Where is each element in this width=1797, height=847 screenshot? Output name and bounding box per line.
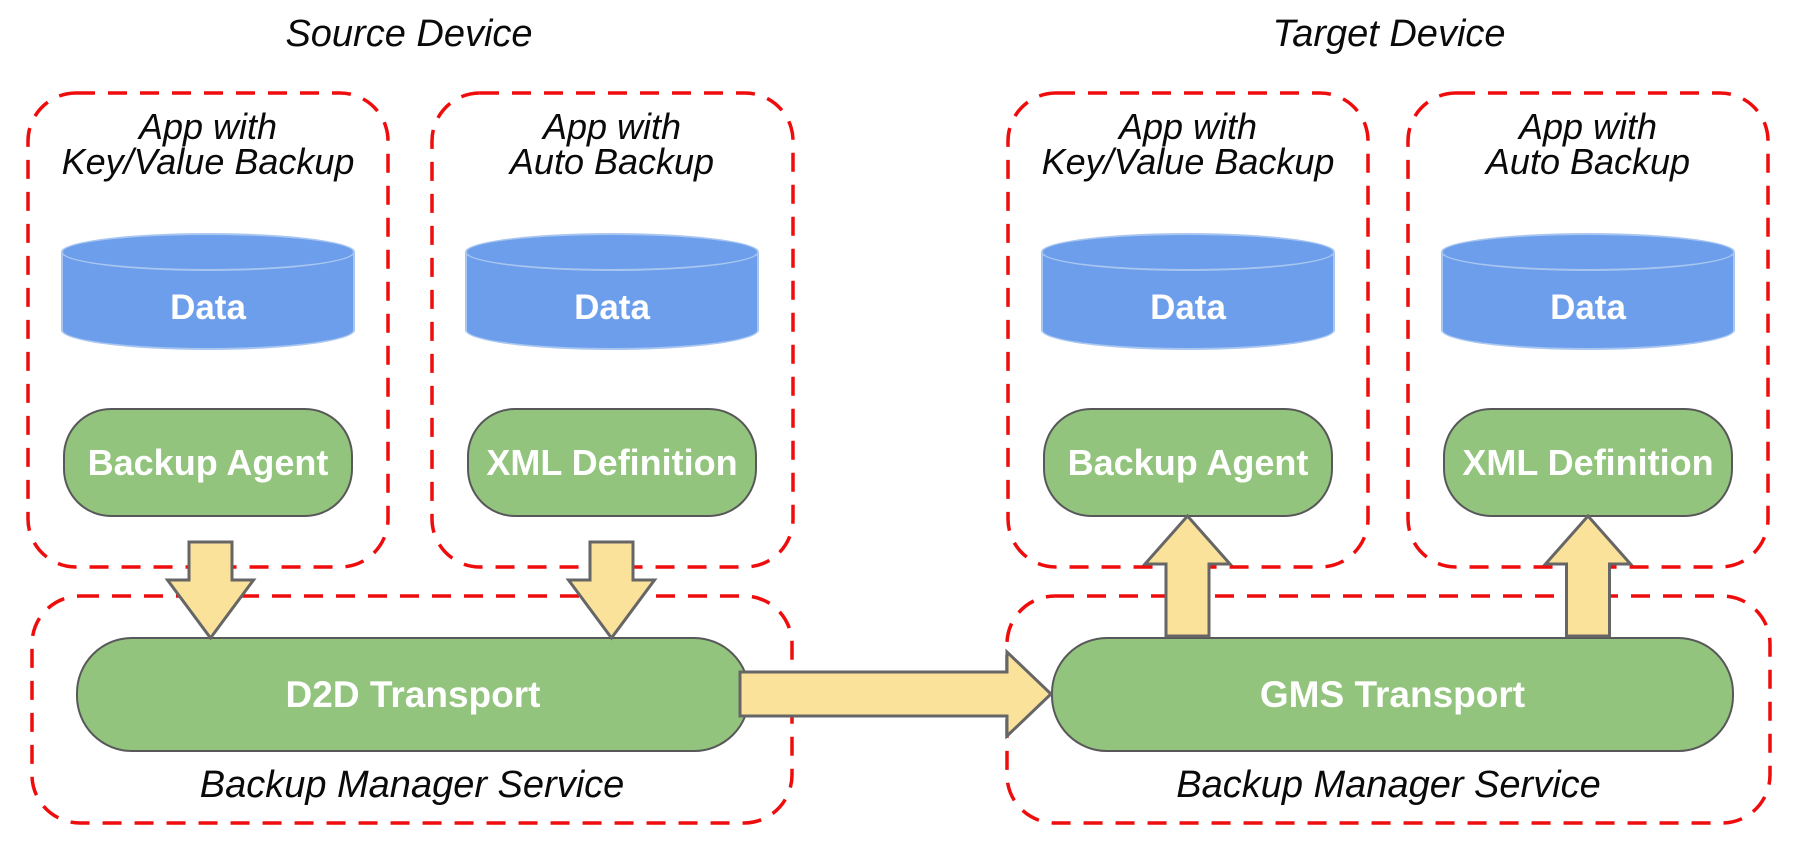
backup-agent-node: Backup Agent [63, 408, 353, 517]
data-cylinder-top [61, 233, 355, 271]
app-label-line2: Auto Backup [1485, 141, 1691, 182]
data-cylinder: Data [465, 233, 759, 350]
data-cylinder-top [465, 233, 759, 271]
app-label: App with Auto Backup [1408, 109, 1768, 182]
app-label: App with Auto Backup [432, 109, 792, 182]
d2d-transport-node: D2D Transport [76, 637, 750, 752]
source-device-title: Source Device [285, 13, 533, 55]
app-label-line2: Key/Value Backup [1041, 141, 1335, 182]
backup-agent-node: Backup Agent [1043, 408, 1333, 517]
backup-manager-service-label: Backup Manager Service [1176, 764, 1601, 806]
data-cylinder-top [1441, 233, 1735, 271]
data-label: Data [1150, 288, 1226, 327]
xml-definition-node: XML Definition [467, 408, 757, 517]
data-cylinder-top [1041, 233, 1335, 271]
app-box-source-keyvalue: App with Key/Value Backup Data Backup Ag… [28, 93, 388, 567]
backup-manager-service-source: D2D Transport Backup Manager Service [32, 596, 792, 823]
gms-transport-node: GMS Transport [1051, 637, 1734, 752]
backup-manager-service-target: GMS Transport Backup Manager Service [1007, 596, 1770, 823]
data-cylinder: Data [61, 233, 355, 350]
app-label-line2: Auto Backup [509, 141, 715, 182]
data-label: Data [170, 288, 246, 327]
app-label: App with Key/Value Backup [1008, 109, 1368, 182]
app-box-target-auto: App with Auto Backup Data XML Definition [1408, 93, 1768, 567]
app-label: App with Key/Value Backup [28, 109, 388, 182]
data-label: Data [1550, 288, 1626, 327]
app-box-source-auto: App with Auto Backup Data XML Definition [432, 93, 792, 567]
data-cylinder: Data [1041, 233, 1335, 350]
data-cylinder: Data [1441, 233, 1735, 350]
xml-definition-node: XML Definition [1443, 408, 1733, 517]
backup-manager-service-label: Backup Manager Service [199, 764, 625, 806]
app-box-target-keyvalue: App with Key/Value Backup Data Backup Ag… [1008, 93, 1368, 567]
app-label-line2: Key/Value Backup [61, 141, 355, 182]
target-device-title: Target Device [1272, 13, 1506, 55]
data-label: Data [574, 288, 650, 327]
